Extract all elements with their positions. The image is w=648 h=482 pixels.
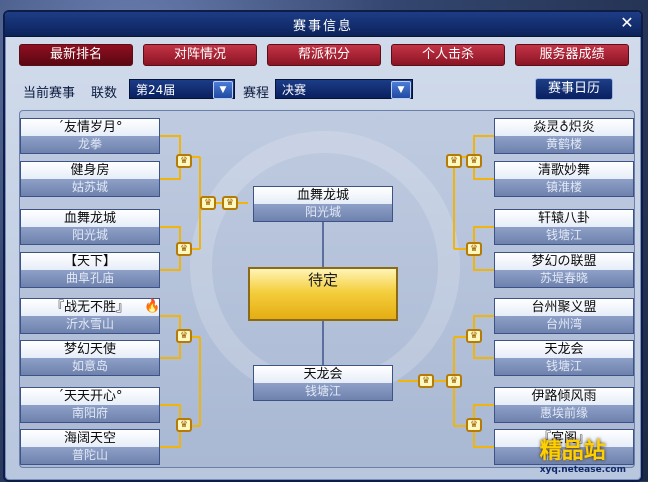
team-slot[interactable]: ´天天开心°南阳府 bbox=[20, 387, 160, 423]
watermark-logo-text: 精品站 bbox=[539, 439, 606, 464]
team-slot[interactable]: 『宴阁』阳光亭 bbox=[494, 429, 634, 465]
league-label: 联数 bbox=[91, 86, 118, 101]
team-name: 【天下】 bbox=[21, 253, 159, 270]
team-name: 轩辕八卦 bbox=[495, 210, 633, 227]
team-server: 姑苏城 bbox=[21, 179, 159, 196]
team-server: 钱塘江 bbox=[495, 227, 633, 244]
trophy-icon: ♛ bbox=[222, 196, 238, 210]
trophy-icon: ♛ bbox=[466, 418, 482, 432]
tab-personal-kills[interactable]: 个人击杀 bbox=[391, 44, 505, 66]
trophy-icon: ♛ bbox=[466, 329, 482, 343]
trophy-icon: ♛ bbox=[176, 329, 192, 343]
tab-matchups[interactable]: 对阵情况 bbox=[143, 44, 257, 66]
trophy-icon: ♛ bbox=[418, 374, 434, 388]
title-bar: 赛事信息 ✕ bbox=[5, 12, 641, 37]
semifinal-bottom-slot[interactable]: 天龙会钱塘江 bbox=[253, 365, 393, 401]
final-status: 待定 bbox=[307, 271, 338, 289]
team-name: 台州聚义盟 bbox=[495, 299, 633, 316]
team-slot[interactable]: 健身房姑苏城 bbox=[20, 161, 160, 197]
team-slot[interactable]: 清歌妙舞镇淮楼 bbox=[494, 161, 634, 197]
current-event-label: 当前赛事 bbox=[23, 86, 76, 101]
team-slot[interactable]: 轩辕八卦钱塘江 bbox=[494, 209, 634, 245]
filter-row: 当前赛事 联数 第24届 ▼ 赛程 决赛 ▼ 赛事日历 bbox=[19, 78, 631, 102]
trophy-icon: ♛ bbox=[446, 374, 462, 388]
trophy-icon: ♛ bbox=[200, 196, 216, 210]
team-name: ´友情岁月° bbox=[21, 119, 159, 136]
trophy-icon: ♛ bbox=[446, 154, 462, 168]
team-server: 钱塘江 bbox=[254, 383, 392, 400]
team-name: 天龙会 bbox=[254, 366, 392, 383]
chevron-down-icon[interactable]: ▼ bbox=[213, 81, 233, 99]
team-server: 台州湾 bbox=[495, 316, 633, 333]
team-server: 惠埃前缘 bbox=[495, 405, 633, 422]
league-value: 第24届 bbox=[136, 83, 176, 97]
team-slot[interactable]: 伊路倾风雨惠埃前缘 bbox=[494, 387, 634, 423]
team-server: 曲阜孔庙 bbox=[21, 270, 159, 287]
team-name: 海阔天空 bbox=[21, 430, 159, 447]
trophy-icon: ♛ bbox=[176, 154, 192, 168]
team-slot[interactable]: 梦幻天使如意岛 bbox=[20, 340, 160, 376]
tournament-bracket: ´友情岁月°龙拳 健身房姑苏城 血舞龙城阳光城 【天下】曲阜孔庙 『战无不胜』沂… bbox=[19, 110, 635, 468]
trophy-icon: ♛ bbox=[466, 242, 482, 256]
team-name: 健身房 bbox=[21, 162, 159, 179]
team-slot[interactable]: 梦幻の联盟苏堤春晓 bbox=[494, 252, 634, 288]
team-slot[interactable]: 海阔天空普陀山 bbox=[20, 429, 160, 465]
team-name: 『宴阁』 bbox=[495, 430, 633, 447]
window-title: 赛事信息 bbox=[292, 19, 353, 34]
watermark-url: xyq.netease.com bbox=[539, 465, 626, 475]
team-name: 伊路倾风雨 bbox=[495, 388, 633, 405]
team-server: 普陀山 bbox=[21, 447, 159, 464]
team-server: 阳光城 bbox=[21, 227, 159, 244]
tab-latest-ranking[interactable]: 最新排名 bbox=[19, 44, 133, 66]
tab-server-results[interactable]: 服务器成绩 bbox=[515, 44, 629, 66]
team-name: 梦幻天使 bbox=[21, 341, 159, 358]
event-calendar-button[interactable]: 赛事日历 bbox=[535, 78, 613, 100]
close-icon[interactable]: ✕ bbox=[620, 13, 634, 32]
fire-icon: 🔥 bbox=[144, 299, 161, 314]
final-slot[interactable]: 待定 bbox=[248, 267, 398, 321]
team-server: 龙拳 bbox=[21, 136, 159, 153]
team-name: 清歌妙舞 bbox=[495, 162, 633, 179]
team-name: ´天天开心° bbox=[21, 388, 159, 405]
trophy-icon: ♛ bbox=[176, 242, 192, 256]
team-name: 焱灵♁炽炎 bbox=[495, 119, 633, 136]
team-server: 钱塘江 bbox=[495, 358, 633, 375]
team-slot[interactable]: 天龙会钱塘江 bbox=[494, 340, 634, 376]
team-name: 梦幻の联盟 bbox=[495, 253, 633, 270]
team-slot[interactable]: 血舞龙城阳光城 bbox=[20, 209, 160, 245]
team-server: 沂水雪山 bbox=[21, 316, 159, 333]
tab-bar: 最新排名 对阵情况 帮派积分 个人击杀 服务器成绩 bbox=[19, 44, 631, 66]
team-slot[interactable]: 『战无不胜』沂水雪山 bbox=[20, 298, 160, 334]
stage-value: 决赛 bbox=[282, 83, 307, 97]
event-info-window: 赛事信息 ✕ 最新排名 对阵情况 帮派积分 个人击杀 服务器成绩 当前赛事 联数… bbox=[3, 10, 643, 482]
team-name: 血舞龙城 bbox=[254, 187, 392, 204]
semifinal-top-slot[interactable]: 血舞龙城阳光城 bbox=[253, 186, 393, 222]
trophy-icon: ♛ bbox=[466, 154, 482, 168]
league-select[interactable]: 第24届 ▼ bbox=[129, 79, 235, 99]
team-server: 镇淮楼 bbox=[495, 179, 633, 196]
team-slot[interactable]: 【天下】曲阜孔庙 bbox=[20, 252, 160, 288]
team-name: 血舞龙城 bbox=[21, 210, 159, 227]
stage-label: 赛程 bbox=[243, 86, 270, 101]
trophy-icon: ♛ bbox=[176, 418, 192, 432]
site-watermark: 精品站 xyq.netease.com bbox=[540, 433, 626, 475]
stage-select[interactable]: 决赛 ▼ bbox=[275, 79, 413, 99]
team-name: 『战无不胜』 bbox=[21, 299, 159, 316]
team-server: 南阳府 bbox=[21, 405, 159, 422]
team-server: 如意岛 bbox=[21, 358, 159, 375]
team-slot[interactable]: 焱灵♁炽炎黄鹤楼 bbox=[494, 118, 634, 154]
team-slot[interactable]: 台州聚义盟台州湾 bbox=[494, 298, 634, 334]
team-server: 黄鹤楼 bbox=[495, 136, 633, 153]
team-server: 阳光城 bbox=[254, 204, 392, 221]
team-server: 阳光亭 bbox=[495, 447, 633, 464]
team-name: 天龙会 bbox=[495, 341, 633, 358]
tab-guild-points[interactable]: 帮派积分 bbox=[267, 44, 381, 66]
team-server: 苏堤春晓 bbox=[495, 270, 633, 287]
chevron-down-icon[interactable]: ▼ bbox=[391, 81, 411, 99]
team-slot[interactable]: ´友情岁月°龙拳 bbox=[20, 118, 160, 154]
